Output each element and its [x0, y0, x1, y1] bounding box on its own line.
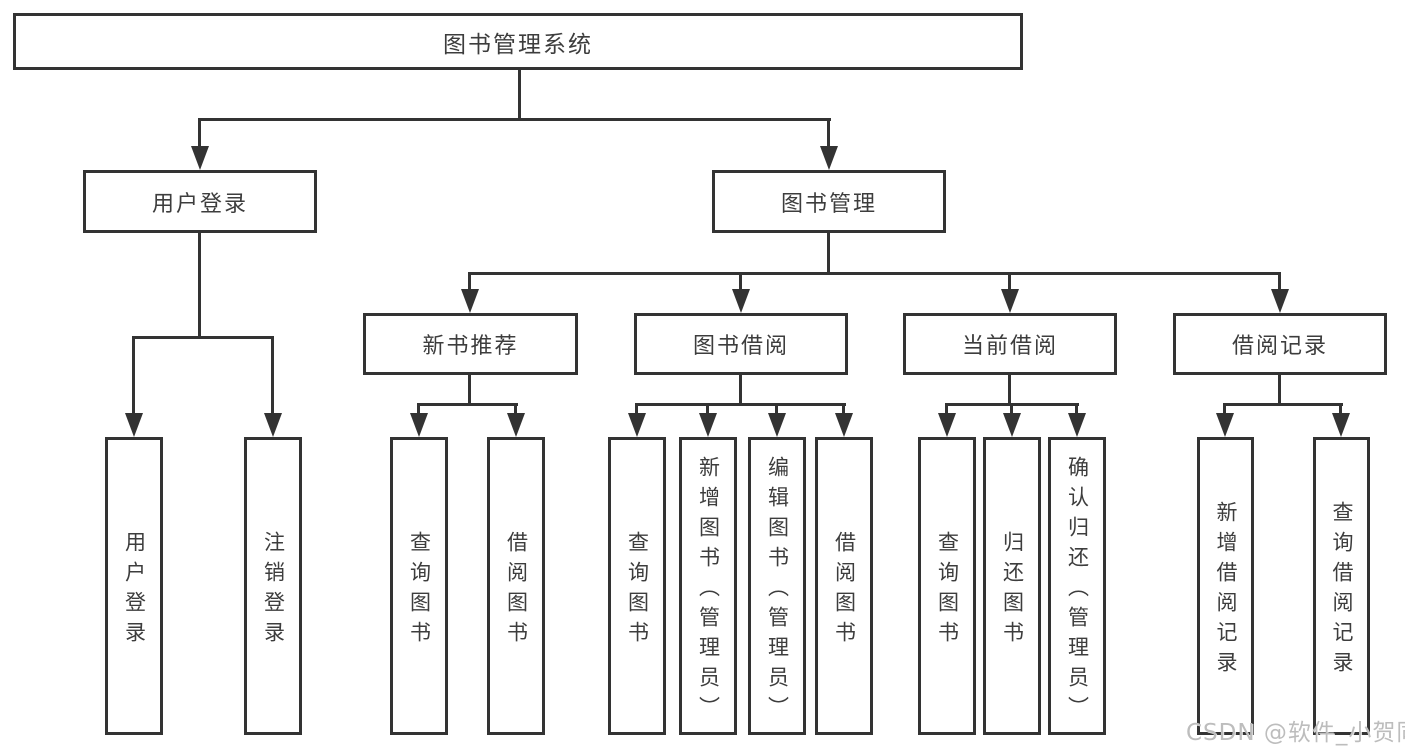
leaf-borrow-book-recommend: 借阅图书 [487, 437, 545, 735]
leaf-query-book-current: 查询图书 [918, 437, 976, 735]
edge-root-rail [198, 118, 831, 121]
arrow-down-icon [1003, 413, 1021, 437]
leaf-return-book: 归还图书 [983, 437, 1041, 735]
leaf-confirm-return-admin-label: 确认归还（管理员） [1065, 455, 1090, 726]
edge-book-mgmt-stem [827, 233, 830, 273]
edge-book-mgmt-rail [469, 272, 1281, 275]
leaf-query-book-recommend: 查询图书 [390, 437, 448, 735]
leaf-add-borrow-record-label: 新增借阅记录 [1214, 500, 1238, 681]
edge-to-leaf-borrow-book-borrowing [842, 403, 845, 415]
leaf-logout: 注销登录 [244, 437, 302, 735]
arrow-down-icon [461, 289, 479, 313]
leaf-borrow-book-borrowing-label: 借阅图书 [832, 530, 857, 651]
edge-new-book-recommend-rail [417, 403, 518, 406]
arrow-down-icon [191, 146, 209, 170]
leaf-query-book-borrowing-label: 查询图书 [625, 530, 650, 651]
arrow-down-icon [1068, 413, 1086, 437]
node-root-system: 图书管理系统 [13, 13, 1023, 70]
edge-to-leaf-user-login [132, 336, 135, 416]
edge-to-leaf-query-borrow-record [1339, 403, 1342, 415]
arrow-down-icon [1271, 289, 1289, 313]
leaf-query-book-recommend-label: 查询图书 [407, 530, 432, 651]
edge-to-current-borrowing [1008, 272, 1011, 292]
leaf-user-login-label: 用户登录 [122, 530, 147, 651]
edge-root-to-user-login [198, 118, 201, 150]
leaf-borrow-book-borrowing: 借阅图书 [815, 437, 873, 735]
edge-book-borrowing-stem [739, 375, 742, 406]
csdn-watermark: CSDN @软件_小贺同学 [1186, 720, 1405, 746]
arrow-down-icon [768, 413, 786, 437]
node-book-management: 图书管理 [712, 170, 946, 233]
node-user-login: 用户登录 [83, 170, 317, 233]
arrow-down-icon [1001, 289, 1019, 313]
arrow-down-icon [410, 413, 428, 437]
leaf-query-book-borrowing: 查询图书 [608, 437, 666, 735]
leaf-return-book-label: 归还图书 [1000, 530, 1025, 651]
edge-root-to-book-mgmt [827, 118, 830, 150]
arrow-down-icon [264, 413, 282, 437]
leaf-logout-label: 注销登录 [261, 530, 286, 651]
edge-user-login-rail [132, 336, 274, 339]
node-new-book-recommend: 新书推荐 [363, 313, 578, 375]
edge-to-leaf-query-book-borrowing [635, 403, 638, 415]
edge-to-borrow-records [1278, 272, 1281, 292]
arrow-down-icon [938, 413, 956, 437]
node-borrow-records: 借阅记录 [1173, 313, 1387, 375]
edge-to-leaf-confirm-return [1075, 403, 1078, 415]
leaf-add-borrow-record: 新增借阅记录 [1197, 437, 1254, 735]
edge-to-leaf-add-borrow-record [1223, 403, 1226, 415]
edge-to-leaf-logout [271, 336, 274, 416]
edge-book-borrowing-rail [635, 403, 846, 406]
leaf-edit-book-admin-label: 编辑图书（管理员） [765, 455, 790, 726]
edge-to-new-book-recommend [468, 272, 471, 292]
leaf-user-login: 用户登录 [105, 437, 163, 735]
arrow-down-icon [507, 413, 525, 437]
node-borrow-records-label: 借阅记录 [1231, 334, 1328, 359]
edge-to-leaf-return-book [1010, 403, 1013, 415]
leaf-add-book-admin-label: 新增图书（管理员） [696, 455, 721, 726]
edge-root-stem [518, 70, 521, 118]
node-current-borrowing: 当前借阅 [903, 313, 1117, 375]
arrow-down-icon [835, 413, 853, 437]
leaf-edit-book-admin: 编辑图书（管理员） [748, 437, 806, 735]
node-user-login-label: 用户登录 [151, 191, 248, 217]
edge-to-leaf-query-book-current [945, 403, 948, 415]
leaf-query-borrow-record-label: 查询借阅记录 [1330, 500, 1354, 681]
leaf-confirm-return-admin: 确认归还（管理员） [1048, 437, 1106, 735]
node-root-label: 图书管理系统 [443, 31, 593, 58]
edge-to-leaf-edit-book [775, 403, 778, 415]
arrow-down-icon [1332, 413, 1350, 437]
arrow-down-icon [820, 146, 838, 170]
node-new-book-recommend-label: 新书推荐 [422, 334, 519, 359]
edge-user-login-stem [198, 233, 201, 336]
arrow-down-icon [1216, 413, 1234, 437]
node-current-borrowing-label: 当前借阅 [961, 334, 1058, 359]
leaf-query-borrow-record: 查询借阅记录 [1313, 437, 1370, 735]
arrow-down-icon [125, 413, 143, 437]
arrow-down-icon [699, 413, 717, 437]
leaf-query-book-current-label: 查询图书 [935, 530, 960, 651]
arrow-down-icon [732, 289, 750, 313]
edge-to-leaf-query-book-recommend [417, 403, 420, 415]
edge-new-book-recommend-stem [468, 375, 471, 406]
leaf-borrow-book-recommend-label: 借阅图书 [504, 530, 529, 651]
edge-to-leaf-borrow-book-recommend [514, 403, 517, 415]
node-book-management-label: 图书管理 [780, 191, 877, 217]
edge-borrow-records-rail [1223, 403, 1343, 406]
node-book-borrowing-label: 图书借阅 [692, 334, 789, 359]
edge-to-leaf-add-book [706, 403, 709, 415]
arrow-down-icon [628, 413, 646, 437]
leaf-add-book-admin: 新增图书（管理员） [679, 437, 737, 735]
edge-current-borrowing-stem [1008, 375, 1011, 406]
node-book-borrowing: 图书借阅 [634, 313, 848, 375]
edge-to-book-borrowing [739, 272, 742, 292]
edge-borrow-records-stem [1278, 375, 1281, 406]
